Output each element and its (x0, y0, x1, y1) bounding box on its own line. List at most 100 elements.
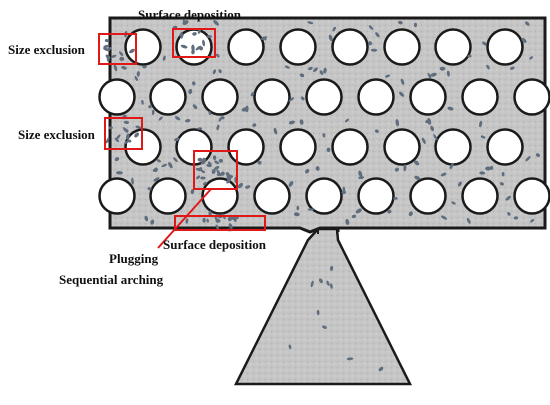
particle (168, 162, 173, 169)
pore (305, 78, 343, 116)
particle (346, 357, 354, 361)
particle (387, 209, 392, 214)
particle (482, 41, 487, 46)
particle (202, 182, 207, 186)
particle (374, 129, 379, 133)
particle (393, 197, 398, 200)
particle (378, 366, 384, 372)
particle (486, 64, 490, 70)
particle (192, 32, 197, 36)
particle (237, 182, 244, 189)
particle (408, 211, 413, 217)
particle (394, 167, 399, 172)
particle (427, 117, 432, 125)
particle (451, 201, 456, 205)
particle (134, 75, 138, 82)
particle (103, 47, 111, 52)
highlight-surface-deposition-bottom (174, 215, 266, 231)
particle (398, 20, 403, 25)
particle (124, 140, 129, 144)
highlight-plugging (193, 150, 238, 190)
particle (501, 172, 505, 177)
pore (253, 78, 291, 116)
particle (322, 325, 327, 329)
particle (151, 109, 155, 115)
particle (313, 67, 318, 73)
particle (116, 134, 121, 140)
particle (206, 164, 212, 168)
pore (227, 128, 265, 166)
particle (525, 21, 530, 26)
particle (111, 54, 117, 58)
particle (202, 157, 207, 162)
particle (125, 133, 130, 140)
particle (513, 216, 519, 220)
particle (211, 169, 216, 174)
pore-grid (98, 28, 550, 215)
particle (479, 171, 486, 175)
particle (228, 223, 233, 229)
particle (509, 66, 515, 70)
particle (182, 20, 189, 25)
particle (213, 165, 220, 170)
particle (421, 137, 426, 144)
pore (357, 78, 395, 116)
pore (98, 78, 136, 116)
pore (149, 177, 187, 215)
particle (440, 215, 448, 220)
pore (409, 78, 447, 116)
particle (129, 48, 135, 54)
particle (310, 280, 314, 288)
pore (331, 128, 369, 166)
particle (316, 309, 320, 316)
particle (307, 21, 314, 25)
particle (156, 159, 161, 163)
particle (263, 36, 267, 41)
particle (185, 218, 189, 224)
particle (147, 187, 152, 191)
particle (315, 166, 320, 171)
particle (413, 160, 420, 166)
particle (368, 25, 374, 30)
particle (326, 280, 330, 287)
particle (507, 212, 511, 216)
particle (197, 157, 203, 162)
particle (433, 134, 438, 141)
particle (202, 217, 206, 223)
particle (328, 34, 333, 42)
particle (113, 64, 118, 72)
pore (434, 128, 472, 166)
particle (440, 172, 447, 177)
particle (202, 39, 206, 47)
label-size-exclusion-top: Size exclusion (8, 42, 85, 57)
particle (206, 218, 209, 223)
pore (201, 177, 239, 215)
pore (227, 28, 265, 66)
particle (216, 124, 220, 131)
particle (466, 217, 471, 224)
particle (214, 216, 219, 222)
particle (467, 54, 472, 58)
particle (245, 185, 251, 189)
particle (108, 126, 113, 130)
particle (121, 65, 127, 70)
particle (358, 170, 363, 178)
pore (149, 78, 187, 116)
particle (299, 119, 304, 125)
particle (173, 157, 178, 163)
particle (114, 157, 120, 162)
particle (180, 44, 188, 49)
particle (153, 177, 160, 182)
particle (400, 78, 405, 85)
label-plugging: Plugging (109, 251, 159, 266)
pore (486, 28, 524, 66)
particle (530, 218, 535, 223)
particle (195, 168, 203, 172)
particle (215, 224, 220, 230)
particle (196, 175, 201, 180)
particle (446, 70, 450, 77)
pore (279, 28, 317, 66)
particle (134, 132, 139, 138)
particle (216, 53, 220, 58)
